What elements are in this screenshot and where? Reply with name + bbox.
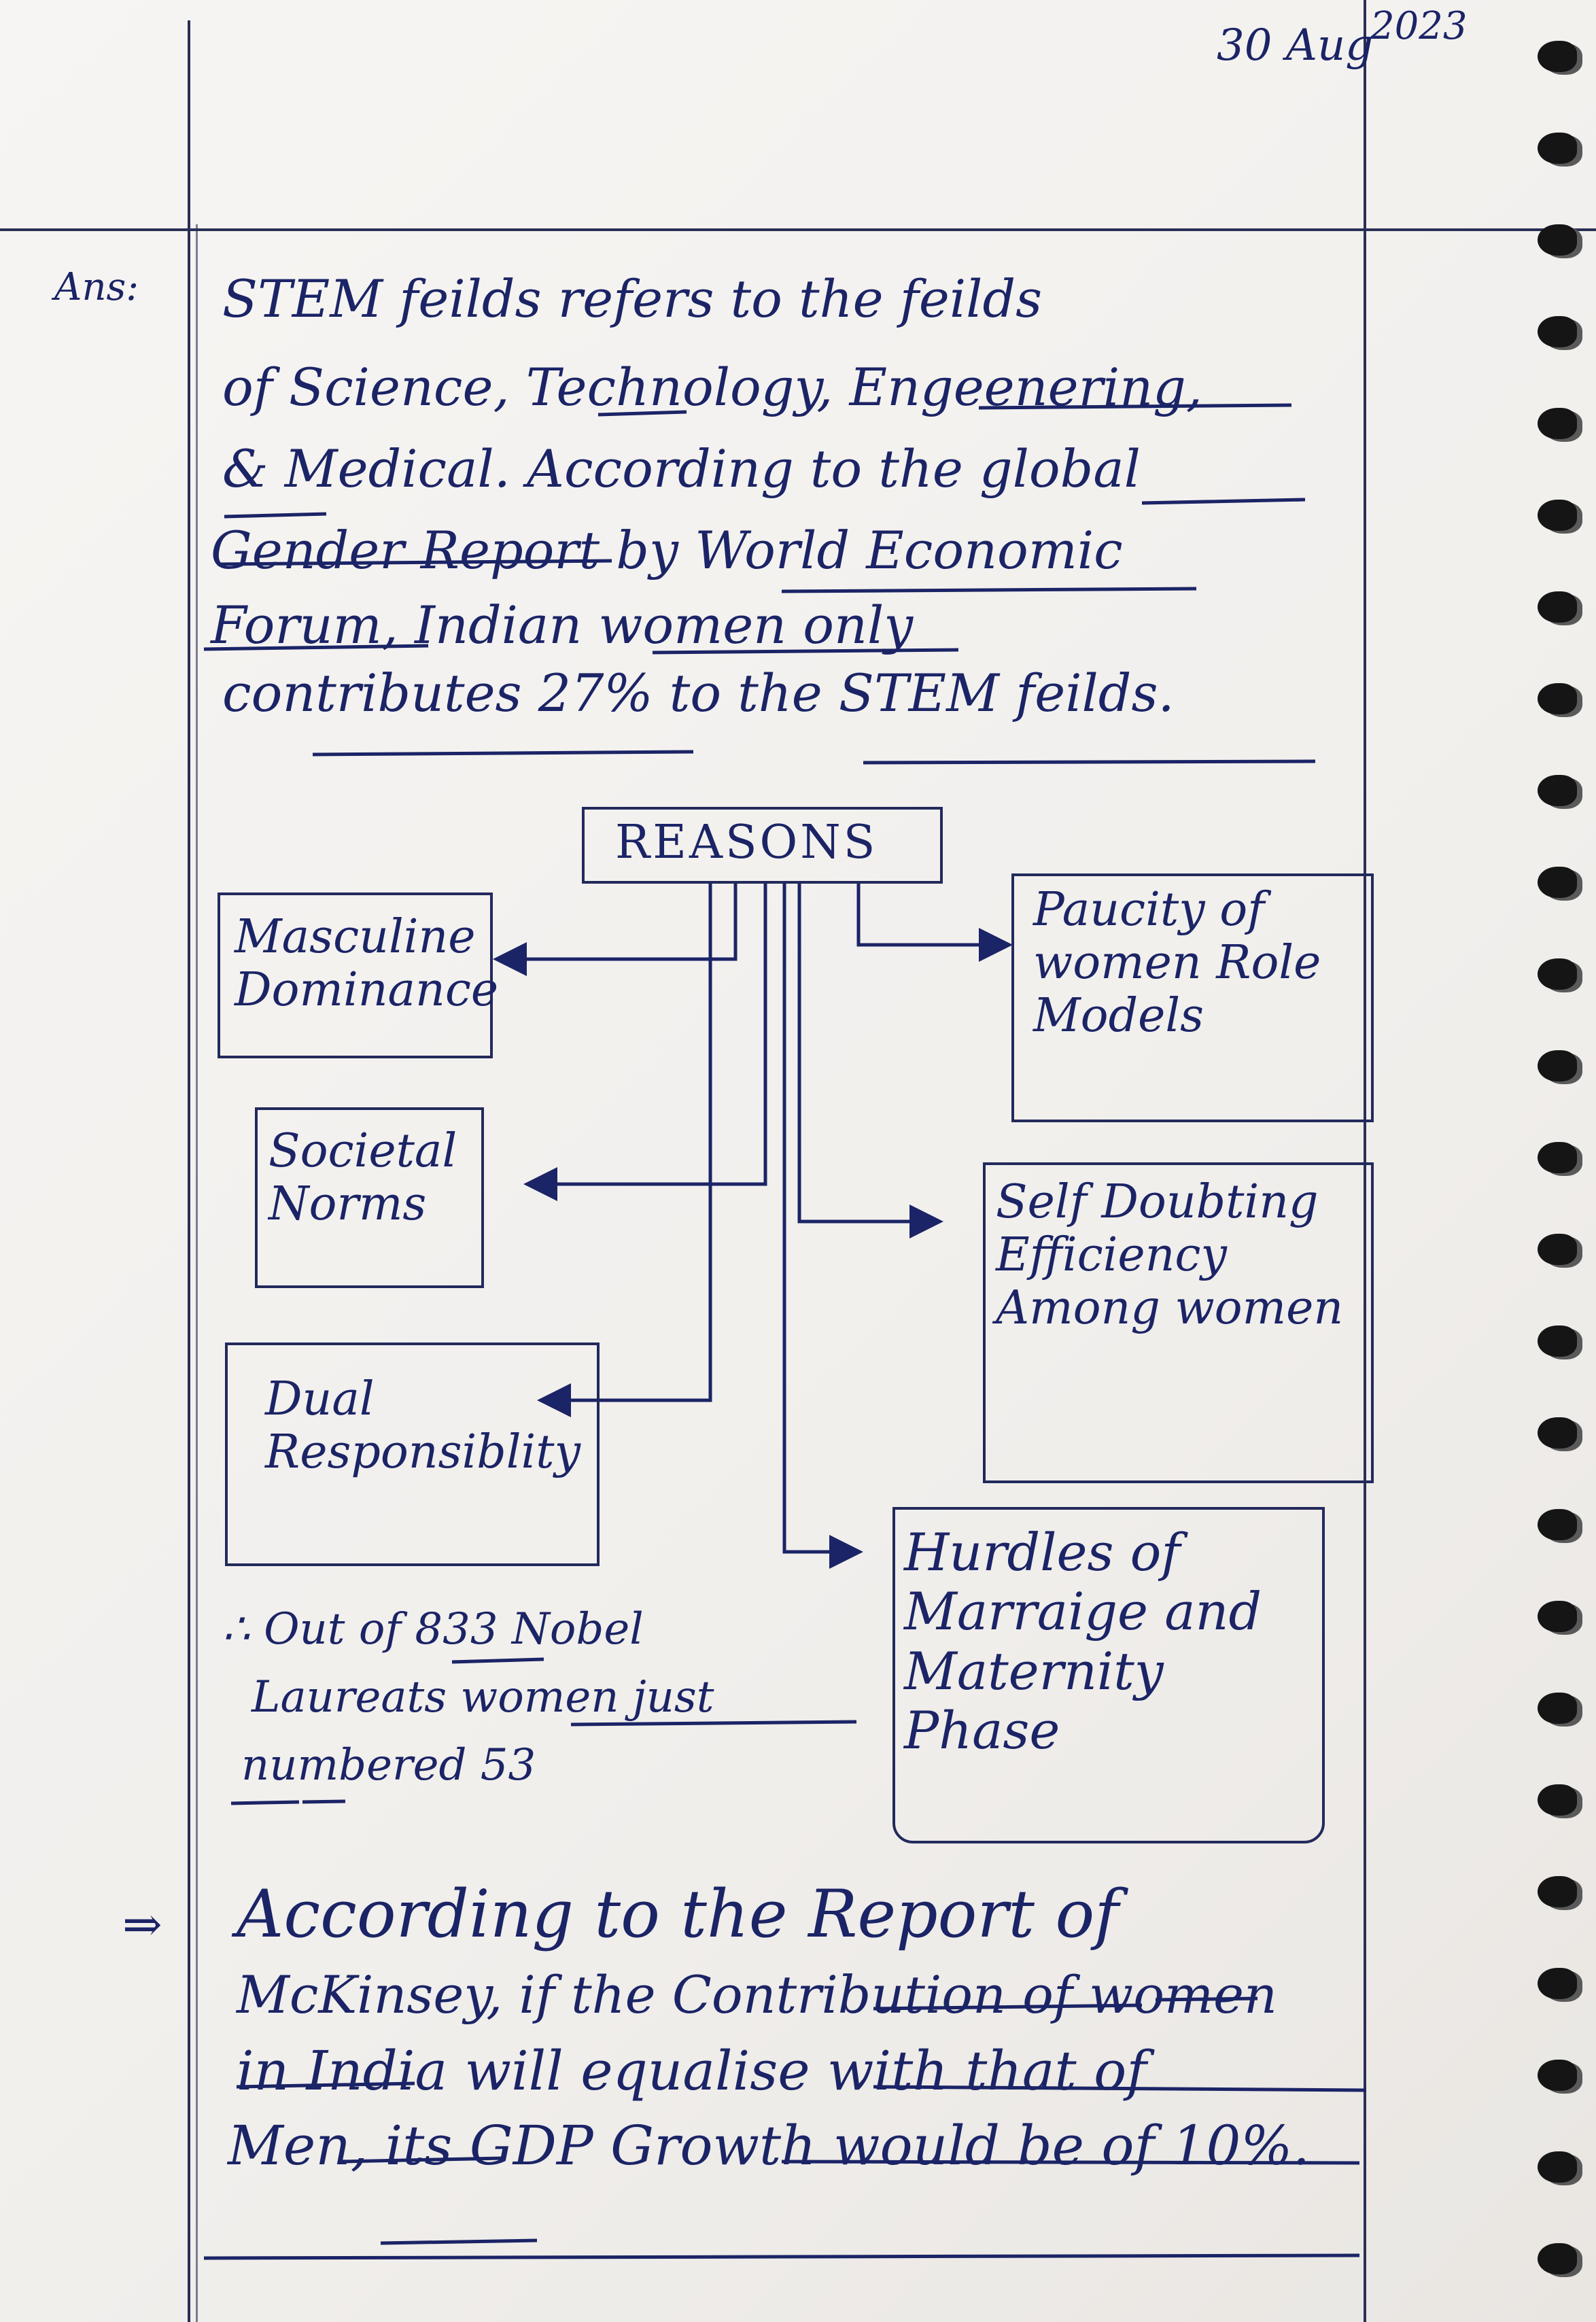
reason-hurdles: Hurdles of Marraige and Maternity Phase — [904, 1522, 1262, 1761]
nobel-note-line: ∴ Out of 833 Nobel — [222, 1604, 644, 1654]
left-margin-rule-2 — [196, 224, 198, 2322]
binding-hole-icon — [1538, 1876, 1577, 1907]
reason-societal: Societal Norms — [268, 1124, 457, 1232]
reasons-title-box — [582, 807, 943, 884]
reason-box-societal — [255, 1107, 484, 1288]
nobel-note-line: numbered 53 — [241, 1740, 536, 1790]
binding-hole-icon — [1538, 867, 1577, 898]
underline — [236, 2081, 415, 2089]
binding-hole-icon — [1538, 775, 1577, 806]
binding-hole-icon — [1538, 2060, 1577, 2091]
binding-hole-icon — [1538, 1234, 1577, 1265]
right-margin-rule — [1364, 0, 1366, 2322]
intro-line: Forum, Indian women only — [211, 595, 914, 655]
reason-self-doubt: Self Doubting Efficiency Among women — [996, 1175, 1344, 1336]
connector-masculine — [493, 884, 738, 976]
conclusion-line: According to the Report of — [237, 1876, 1119, 1952]
binding-hole-icon — [1538, 1509, 1577, 1540]
top-rule — [0, 228, 1596, 231]
reason-box-dual — [225, 1342, 600, 1566]
underline — [1141, 498, 1306, 505]
connector-paucity — [856, 884, 1013, 962]
underline — [203, 644, 429, 651]
conclusion-line: in India will equalise with that of — [237, 2039, 1147, 2102]
intro-line: STEM feilds refers to the feilds — [222, 268, 1043, 329]
underline — [863, 759, 1316, 765]
intro-line: & Medical. According to the global — [222, 438, 1141, 499]
conclusion-line: Men, its GDP Growth would be of 10%. — [228, 2114, 1310, 2177]
binding-hole-icon — [1538, 1325, 1577, 1357]
binding-hole-icon — [1538, 408, 1577, 439]
reason-dual: Dual Responsiblity — [265, 1372, 581, 1480]
reason-box-hurdles — [892, 1507, 1325, 1843]
underline — [224, 512, 327, 519]
intro-line: contributes 27% to the STEM feilds. — [222, 663, 1175, 723]
binding-hole-icon — [1538, 2151, 1577, 2183]
underline — [652, 648, 959, 655]
binding-hole-icon — [1538, 1050, 1577, 1081]
binding-hole-icon — [1538, 1968, 1577, 1999]
reason-box-masculine — [218, 893, 493, 1058]
binding-hole-icon — [1538, 683, 1577, 714]
binding-hole-icon — [1538, 224, 1577, 256]
reason-box-self-doubt — [983, 1162, 1374, 1483]
binding-hole-icon — [1538, 41, 1577, 72]
underline — [217, 559, 612, 566]
answer-label: Ans: — [54, 265, 139, 309]
reason-paucity: Paucity of women Role Models — [1033, 883, 1321, 1043]
year: 2023 — [1370, 4, 1468, 48]
underline — [451, 1657, 544, 1664]
binding-hole-icon — [1538, 2243, 1577, 2274]
binding-hole-icon — [1538, 316, 1577, 347]
underline — [781, 2160, 1360, 2165]
binding-hole-icon — [1538, 500, 1577, 531]
binding-hole-icon — [1538, 1142, 1577, 1173]
underline — [978, 403, 1292, 410]
reasons-title: REASONS — [615, 816, 878, 869]
binding-hole-icon — [1538, 1417, 1577, 1449]
connector-self-doubt — [797, 884, 943, 1238]
implies-arrow: ⇒ — [122, 1896, 162, 1952]
nobel-note-line: Laureats women just — [251, 1672, 714, 1722]
connector-societal — [523, 884, 767, 1201]
underline — [597, 410, 687, 417]
left-margin-rule — [188, 20, 190, 2322]
bottom-rule — [203, 2253, 1360, 2260]
underline — [302, 1799, 346, 1804]
underline — [570, 1720, 857, 1727]
conclusion-line: McKinsey, if the Contribution of women — [237, 1964, 1277, 2025]
intro-line: Gender Report by World Economic — [211, 520, 1123, 580]
binding-hole-icon — [1538, 1693, 1577, 1724]
reason-masculine: Masculine Dominance — [235, 910, 499, 1018]
underline — [1155, 1996, 1258, 2002]
underline — [781, 587, 1197, 593]
date: 30 Aug — [1217, 20, 1374, 71]
underline — [873, 2003, 1143, 2011]
underline — [380, 2238, 538, 2245]
binding-hole-icon — [1538, 591, 1577, 623]
connector-dual — [537, 884, 712, 1417]
binding-hole-icon — [1538, 958, 1577, 990]
connector-hurdles — [782, 884, 863, 1569]
binding-hole-icon — [1538, 1784, 1577, 1816]
binding-hole-icon — [1538, 133, 1577, 164]
reason-box-paucity — [1011, 873, 1374, 1122]
underline — [873, 2085, 1367, 2092]
underline — [339, 2156, 504, 2164]
underline — [230, 1800, 300, 1805]
binding-hole-icon — [1538, 1601, 1577, 1632]
underline — [312, 750, 694, 757]
